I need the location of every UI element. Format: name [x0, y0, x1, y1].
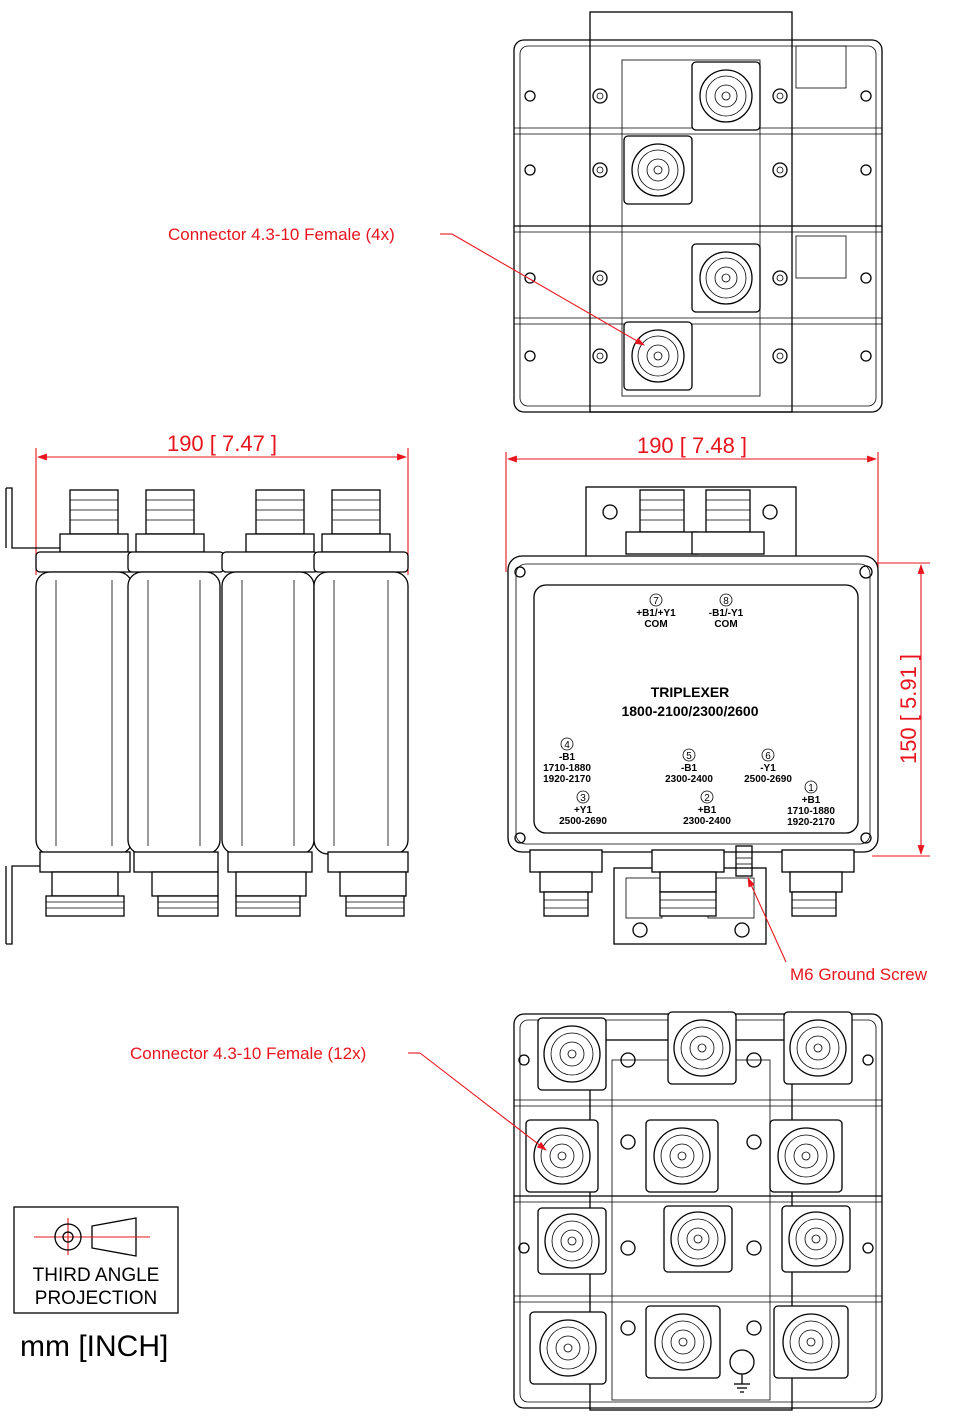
connector-top-label: Connector 4.3-10 Female (4x) [168, 225, 395, 244]
dimension-width-side: 190 [ 7.47 ] [167, 431, 277, 456]
connector-top-callout: Connector 4.3-10 Female (4x) [168, 225, 645, 346]
bottom-connector [537, 1207, 607, 1275]
port-label-8: 8 -B1/-Y1 COM [709, 593, 744, 630]
svg-text:7: 7 [653, 596, 659, 607]
bottom-connector [645, 1119, 719, 1193]
svg-text:2500-2690: 2500-2690 [744, 774, 792, 785]
svg-text:1710-1880: 1710-1880 [543, 763, 591, 774]
svg-text:2: 2 [704, 793, 710, 804]
projection-line1: THIRD ANGLE [33, 1265, 160, 1286]
top-connector [691, 243, 761, 313]
svg-text:+B1: +B1 [802, 795, 821, 806]
plate-title: TRIPLEXER [651, 684, 730, 700]
top-connector [623, 135, 693, 205]
svg-text:1710-1880: 1710-1880 [787, 806, 835, 817]
bottom-connector [645, 1305, 721, 1379]
svg-text:COM: COM [714, 619, 737, 630]
ground-screw [735, 845, 753, 877]
ground-screw-label: M6 Ground Screw [790, 965, 928, 984]
port-label-6: 6 -Y1 2500-2690 [744, 748, 792, 785]
svg-text:2300-2400: 2300-2400 [665, 774, 713, 785]
bottom-connector [667, 1011, 737, 1085]
bottom-connector [537, 1017, 607, 1091]
svg-text:-B1: -B1 [559, 752, 576, 763]
projection-box: THIRD ANGLE PROJECTION [13, 1206, 179, 1314]
svg-text:1920-2170: 1920-2170 [787, 817, 835, 828]
label-plate [533, 584, 859, 834]
port-label-3: 3 +Y1 2500-2690 [559, 790, 607, 827]
svg-text:4: 4 [564, 740, 570, 751]
svg-text:2300-2400: 2300-2400 [683, 816, 731, 827]
projection-line2: PROJECTION [35, 1288, 157, 1309]
connector-bottom-callout: Connector 4.3-10 Female (12x) [130, 1044, 547, 1151]
front-view: 190 [ 7.48 ] 150 [ 5.91 ] TRIPLEXER 1800… [505, 433, 930, 945]
svg-text:-B1: -B1 [681, 763, 698, 774]
bottom-view [513, 1011, 883, 1411]
plate-subtitle: 1800-2100/2300/2600 [621, 703, 758, 719]
bottom-connector [773, 1305, 849, 1379]
svg-text:-Y1: -Y1 [760, 763, 776, 774]
svg-text:1920-2170: 1920-2170 [543, 774, 591, 785]
svg-text:2500-2690: 2500-2690 [559, 816, 607, 827]
bottom-connector [663, 1205, 733, 1273]
third-angle-projection-icon [34, 1217, 150, 1257]
port-label-5: 5 -B1 2300-2400 [665, 748, 713, 785]
port-label-1: 1 +B1 1710-1880 1920-2170 [787, 780, 835, 828]
bottom-connector [529, 1311, 607, 1385]
top-connector [623, 321, 693, 391]
top-connector [691, 61, 761, 131]
svg-text:3: 3 [580, 793, 586, 804]
top-view [513, 11, 883, 413]
svg-text:COM: COM [644, 619, 667, 630]
bottom-connector [781, 1205, 851, 1273]
bottom-connector [525, 1119, 599, 1193]
connector-bottom-label: Connector 4.3-10 Female (12x) [130, 1044, 366, 1063]
svg-text:+B1: +B1 [698, 805, 717, 816]
dimension-width-front: 190 [ 7.48 ] [637, 433, 747, 458]
dimension-height-front: 150 [ 5.91 ] [896, 654, 921, 764]
svg-text:5: 5 [686, 751, 692, 762]
units-label: mm [INCH] [20, 1330, 168, 1363]
ground-symbol-icon [729, 1349, 755, 1393]
svg-text:+Y1: +Y1 [574, 805, 593, 816]
ground-screw-callout: M6 Ground Screw [747, 877, 928, 984]
port-label-4: 4 -B1 1710-1880 1920-2170 [543, 737, 591, 785]
side-view: 190 [ 7.47 ] [5, 431, 409, 945]
bottom-connector [783, 1011, 853, 1085]
svg-text:+B1/+Y1: +B1/+Y1 [636, 608, 676, 619]
port-label-2: 2 +B1 2300-2400 [683, 790, 731, 827]
svg-text:-B1/-Y1: -B1/-Y1 [709, 608, 744, 619]
svg-text:6: 6 [765, 751, 771, 762]
svg-text:1: 1 [808, 783, 814, 794]
port-label-7: 7 +B1/+Y1 COM [636, 593, 676, 630]
bottom-connector [769, 1119, 843, 1193]
svg-text:8: 8 [723, 596, 729, 607]
